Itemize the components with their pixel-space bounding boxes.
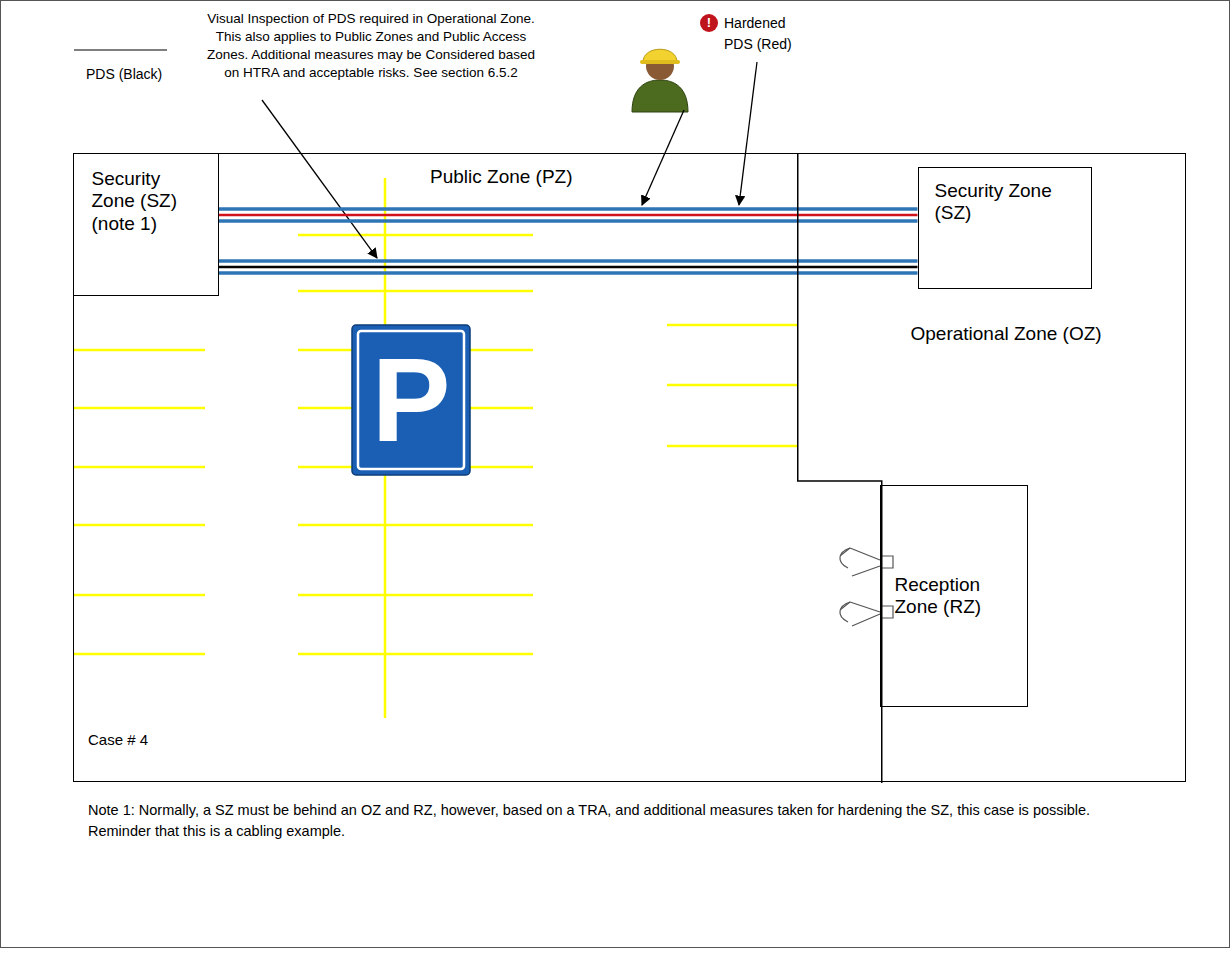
reception-zone: Reception Zone (RZ) <box>880 485 1028 707</box>
security-zone-box: Security Zone (SZ) (note 1) <box>73 153 219 296</box>
zone-label: Security Zone (SZ) <box>935 180 1055 226</box>
pds-line <box>219 214 918 217</box>
zone-label: Public Zone (PZ) <box>430 166 690 189</box>
page-frame <box>1 1 1230 948</box>
cable-run <box>219 209 918 221</box>
zone-label: Reception Zone (RZ) <box>895 574 1017 620</box>
parking-sign <box>352 325 470 475</box>
door-symbols <box>840 548 893 626</box>
conduit-line <box>219 219 918 223</box>
conduit-line <box>219 271 918 275</box>
zone-label: Security Zone (SZ) (note 1) <box>92 168 204 236</box>
conduit-line <box>219 207 918 211</box>
callout-label: Hardened PDS (Red) <box>724 13 808 55</box>
cable-run <box>219 261 918 273</box>
footnote: Note 1: Normally, a SZ must be behind an… <box>88 800 1148 842</box>
pds-line <box>219 266 918 269</box>
callout-note: Visual Inspection of PDS required in Ope… <box>203 10 539 82</box>
callout-label: PDS (Black) <box>86 66 206 84</box>
warning-mark: ! <box>700 14 718 32</box>
leader-lines <box>262 62 757 258</box>
operational-zone: Operational Zone (OZ) Security Zone (SZ) R… <box>797 153 1187 783</box>
warning-dot <box>700 14 718 32</box>
security-zone-box: Security Zone (SZ) <box>918 167 1092 289</box>
black-line-sample <box>74 49 167 50</box>
conduit-line <box>219 259 918 263</box>
public-zone: Public Zone (PZ) Security Zone (SZ) (note… <box>73 153 1186 782</box>
zone-label: Operational Zone (OZ) <box>911 323 1171 346</box>
parking-letter: P <box>352 330 470 470</box>
inspector-icon <box>632 49 688 112</box>
case-number: Case # 4 <box>88 731 208 750</box>
zone-boundary <box>797 153 881 783</box>
